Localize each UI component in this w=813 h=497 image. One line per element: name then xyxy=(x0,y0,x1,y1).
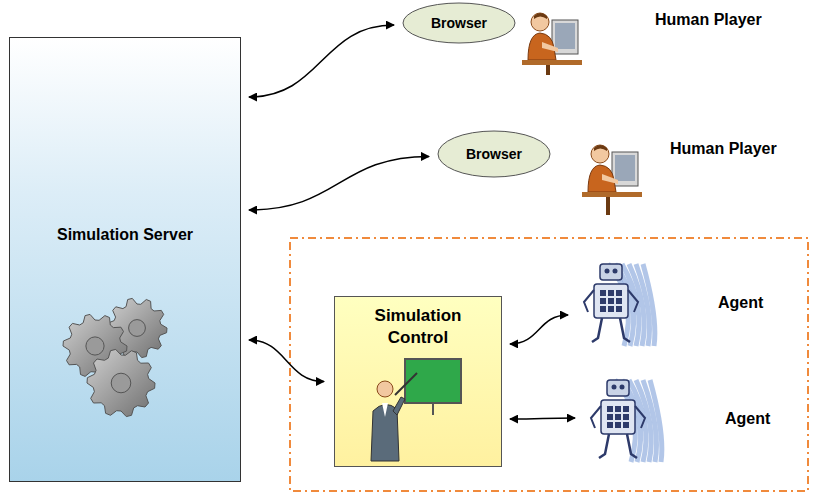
robot-key xyxy=(607,414,613,420)
gears-icon xyxy=(55,288,195,428)
robot-key xyxy=(623,414,629,420)
robot-key xyxy=(616,306,622,312)
pointer xyxy=(395,373,417,395)
robot-arm xyxy=(584,290,594,312)
agent-node: Agent xyxy=(578,258,788,350)
robot-leg xyxy=(599,434,609,458)
robot-key xyxy=(615,406,621,412)
robot-eye xyxy=(620,385,625,390)
player-label: Human Player xyxy=(655,11,762,29)
agent-label: Agent xyxy=(725,410,770,428)
browser-ellipse: Browser xyxy=(402,2,516,44)
gear xyxy=(87,349,155,416)
robot-key xyxy=(616,298,622,304)
shirt xyxy=(382,403,388,417)
ellipse-shape xyxy=(403,3,515,43)
board xyxy=(405,359,461,403)
human-player-icon xyxy=(582,145,642,215)
browser-label: Browser xyxy=(466,146,522,162)
dashed-region xyxy=(290,238,808,491)
double-arrow-connector xyxy=(510,418,575,419)
robot-streak xyxy=(650,380,662,462)
robot-eye xyxy=(605,269,610,274)
double-arrow-connector xyxy=(249,340,324,382)
browser-ellipse: Browser xyxy=(437,130,551,178)
arm xyxy=(393,397,405,415)
robot-head xyxy=(600,264,622,280)
robot-body xyxy=(601,400,635,434)
robot-key xyxy=(607,406,613,412)
human-player-icon xyxy=(522,13,582,75)
server-box: Simulation Server xyxy=(9,37,241,482)
robot-eye xyxy=(613,269,618,274)
robot-key xyxy=(615,422,621,428)
player-label: Human Player xyxy=(670,140,777,158)
robot-icon xyxy=(578,258,660,350)
gear-hub xyxy=(111,373,131,393)
robot-leg xyxy=(620,318,630,342)
robot-key xyxy=(608,306,614,312)
robot-key xyxy=(623,406,629,412)
robot-key xyxy=(607,422,613,428)
gear-hub xyxy=(86,337,104,355)
double-arrow-connector xyxy=(249,25,394,97)
robot-streak xyxy=(643,264,655,346)
robot-arm xyxy=(635,406,645,428)
robot-icon xyxy=(585,374,667,466)
robot-key xyxy=(608,298,614,304)
robot-key xyxy=(623,422,629,428)
server-title: Simulation Server xyxy=(10,226,240,244)
robot-key xyxy=(600,306,606,312)
robot-eye xyxy=(612,385,617,390)
control-title: Simulation Control xyxy=(363,305,473,349)
robot-key xyxy=(600,290,606,296)
double-arrow-connector xyxy=(510,315,568,344)
robot-key xyxy=(600,298,606,304)
agent-node: Agent xyxy=(585,374,788,472)
robot-key xyxy=(615,414,621,420)
board-stand xyxy=(432,403,434,415)
ellipse-shape xyxy=(438,131,550,177)
robot-head xyxy=(607,380,629,396)
robot-leg xyxy=(592,318,602,342)
robot-arm xyxy=(628,290,638,312)
gear-hub xyxy=(129,320,146,337)
presenter-icon xyxy=(365,355,485,465)
robot-arm xyxy=(591,406,601,428)
robot-key xyxy=(616,290,622,296)
browser-label: Browser xyxy=(431,15,487,31)
agent-label: Agent xyxy=(718,294,763,312)
robot-key xyxy=(608,290,614,296)
double-arrow-connector xyxy=(249,156,429,210)
control-box: Simulation Control xyxy=(334,296,502,467)
robot-body xyxy=(594,284,628,318)
robot-leg xyxy=(627,434,637,458)
head xyxy=(377,381,393,397)
